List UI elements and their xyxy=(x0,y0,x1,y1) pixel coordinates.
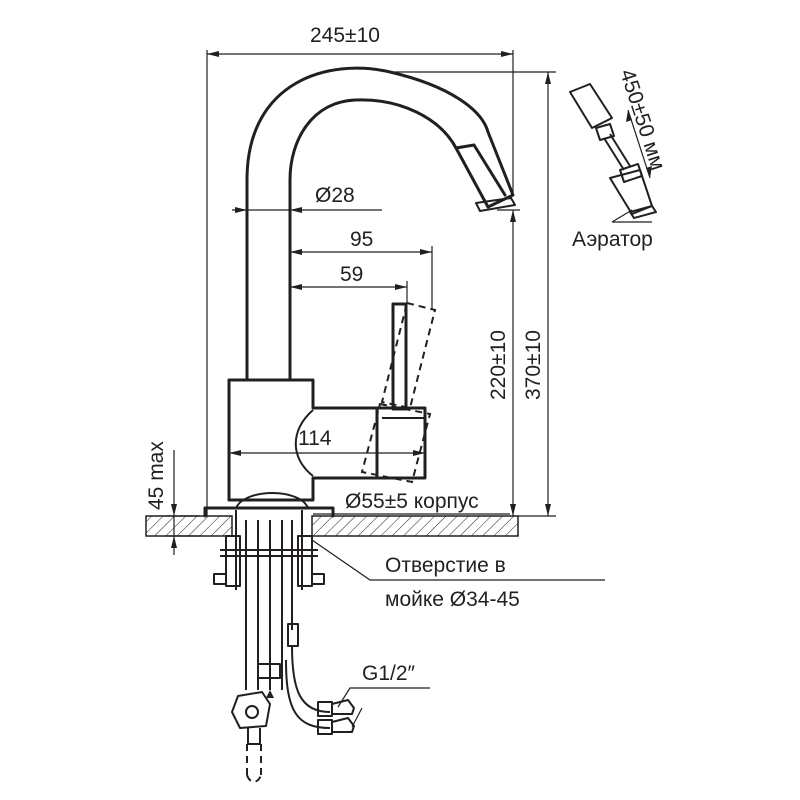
faucet-body xyxy=(203,66,516,518)
label-hole-line2: мойке Ø34-45 xyxy=(385,588,520,611)
label-tube-diameter: Ø28 xyxy=(315,184,355,207)
lever-alt-position xyxy=(380,301,437,410)
label-base-diameter: Ø55±5 корпус xyxy=(345,490,479,513)
label-max-thickness: 45 max xyxy=(145,441,168,510)
lever-handle xyxy=(391,302,408,411)
countertop xyxy=(145,515,519,537)
spout xyxy=(245,66,515,380)
label-hole-line1: Отверстие в xyxy=(385,554,506,577)
aerator-detail xyxy=(569,83,657,219)
label-body-depth: 114 xyxy=(298,427,332,450)
label-total-height: 370±10 xyxy=(522,330,545,400)
label-offset-95: 95 xyxy=(350,228,373,251)
body-alt-position xyxy=(360,402,432,484)
label-spout-height: 220±10 xyxy=(487,330,510,400)
label-overall-width: 245±10 xyxy=(310,24,380,47)
label-aerator: Аэратор xyxy=(572,228,653,251)
label-thread: G1/2″ xyxy=(362,662,416,685)
mounting-assembly xyxy=(213,510,355,783)
spout-aerator xyxy=(454,143,507,197)
base-flange xyxy=(203,506,335,518)
dimension-lines xyxy=(166,50,652,728)
label-offset-59: 59 xyxy=(340,263,363,286)
